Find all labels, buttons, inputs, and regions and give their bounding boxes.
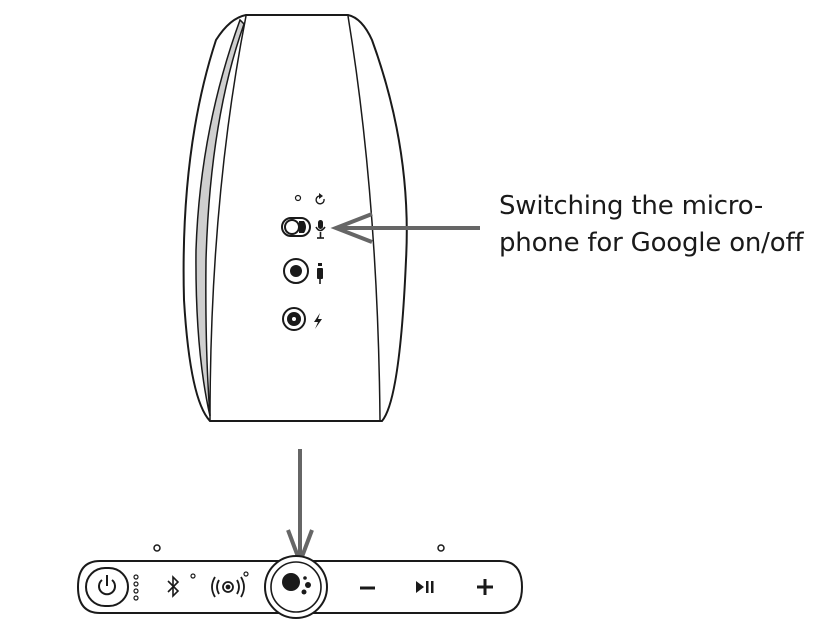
party-mode-icon (211, 576, 245, 598)
callout-line-2: phone for Google on/off (499, 228, 804, 258)
bluetooth-button[interactable] (167, 573, 196, 598)
status-led (294, 194, 302, 202)
power-button[interactable] (85, 567, 129, 607)
charging-port[interactable] (282, 307, 306, 331)
play-pause-button[interactable] (416, 581, 434, 593)
callout-line-1: Switching the micro- (499, 191, 764, 221)
charging-icon (314, 313, 322, 329)
battery-level-leds (133, 574, 139, 601)
google-assistant-icon (282, 573, 311, 595)
bluetooth-icon (167, 575, 180, 598)
down-arrow (286, 449, 314, 568)
reset-icon (315, 193, 325, 205)
microphone-icon (315, 220, 326, 239)
aux-input-icon (317, 263, 323, 284)
party-mode-button[interactable] (211, 571, 249, 598)
microphone-switch[interactable] (281, 217, 311, 237)
rear-panel (281, 193, 326, 331)
aux-input-jack[interactable] (283, 258, 309, 284)
indicator-led-right (437, 544, 445, 552)
play-pause-icon (416, 581, 434, 593)
power-icon (98, 575, 116, 596)
control-bar (76, 544, 524, 619)
volume-up-button[interactable] (477, 579, 493, 595)
callout-arrow (330, 212, 480, 244)
volume-up-icon (477, 579, 493, 595)
google-assistant-button[interactable] (264, 555, 328, 619)
indicator-led-left (153, 544, 161, 552)
callout-label: Switching the micro- phone for Google on… (499, 188, 814, 262)
